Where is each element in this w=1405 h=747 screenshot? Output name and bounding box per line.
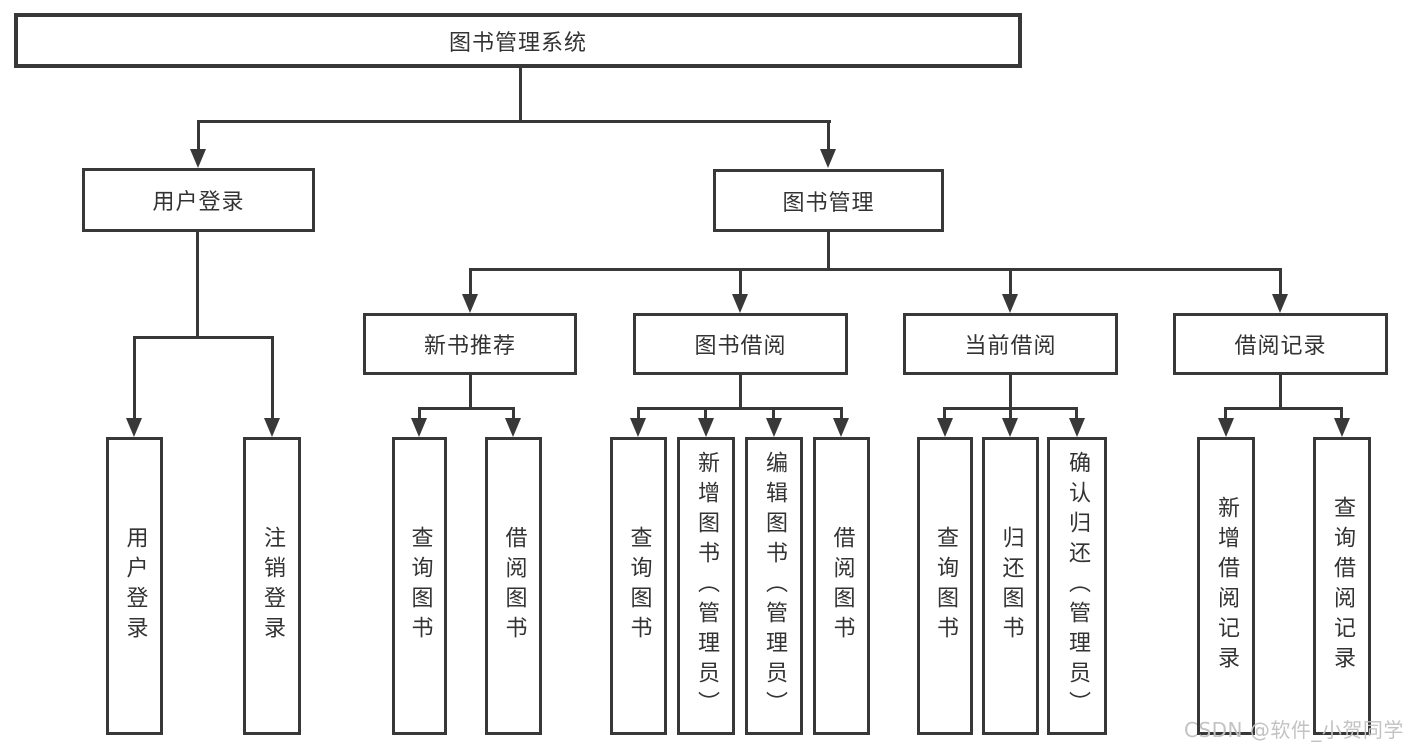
arrow-down-icon — [126, 418, 142, 437]
arrow-down-icon — [462, 294, 478, 313]
arrow-down-icon — [1002, 294, 1018, 313]
node-label: 注销登录 — [260, 526, 285, 646]
node-leaf-add-book-admin: 新增图书（管理员） — [677, 437, 735, 735]
edge-drop — [1009, 407, 1012, 419]
edge-drop — [1075, 407, 1078, 419]
edge-drop — [637, 407, 640, 419]
node-leaf-user-login: 用户登录 — [106, 437, 163, 735]
edge-drop-user-login — [197, 120, 200, 150]
node-user-login: 用户登录 — [82, 168, 315, 232]
node-label: 确认归还（管理员） — [1065, 451, 1090, 721]
arrow-down-icon — [264, 418, 280, 437]
edge-drop — [772, 407, 775, 419]
node-leaf-return-books: 归还图书 — [982, 437, 1039, 735]
edge-borrowing-split — [637, 407, 843, 410]
edge-drop — [512, 407, 515, 419]
edge-drop — [271, 336, 274, 419]
node-label: 借阅图书 — [501, 526, 527, 646]
node-label: 查询图书 — [407, 526, 433, 646]
edge-drop — [1009, 268, 1012, 295]
edge-current-stub — [1009, 375, 1012, 407]
node-leaf-borrow-books-recommend: 借阅图书 — [485, 437, 542, 735]
node-book-borrowing: 图书借阅 — [633, 313, 848, 375]
edge-drop — [943, 407, 946, 419]
node-leaf-logout: 注销登录 — [243, 437, 301, 735]
node-new-book-recommend: 新书推荐 — [363, 313, 577, 375]
node-label: 借阅记录 — [1234, 334, 1327, 359]
node-label: 用户登录 — [152, 190, 245, 215]
node-label: 借阅图书 — [829, 526, 855, 646]
node-current-borrowing: 当前借阅 — [903, 313, 1118, 375]
arrow-down-icon — [1002, 418, 1018, 437]
edge-recommend-split — [418, 407, 515, 410]
node-leaf-query-borrow-record: 查询借阅记录 — [1313, 437, 1371, 735]
node-book-management: 图书管理 — [713, 169, 944, 232]
node-label: 编辑图书（管理员） — [762, 451, 787, 721]
edge-drop — [1340, 407, 1343, 419]
arrow-down-icon — [732, 294, 748, 313]
csdn-watermark: CSDN @软件_小贺同学 — [1184, 718, 1404, 742]
edge-drop — [1279, 268, 1282, 295]
edge-drop — [840, 407, 843, 419]
node-leaf-query-books-recommend: 查询图书 — [392, 437, 447, 735]
arrow-down-icon — [698, 418, 714, 437]
edge-borrowing-stub — [739, 375, 742, 407]
arrow-down-icon — [766, 418, 782, 437]
node-label: 新增图书（管理员） — [694, 451, 719, 721]
node-label: 查询图书 — [933, 526, 958, 646]
edge-drop — [704, 407, 707, 419]
arrow-down-icon — [820, 149, 836, 168]
node-label: 图书管理 — [782, 190, 875, 216]
node-label: 当前借阅 — [964, 334, 1057, 359]
node-leaf-borrow-books: 借阅图书 — [813, 437, 870, 735]
node-label: 查询借阅记录 — [1330, 496, 1355, 676]
edge-drop — [418, 407, 421, 419]
arrow-down-icon — [937, 418, 953, 437]
edge-drop-book-management — [827, 120, 830, 150]
arrow-down-icon — [190, 149, 206, 168]
edge-book-management-stub — [827, 232, 830, 268]
edge-records-split — [1224, 407, 1343, 410]
edge-drop — [739, 268, 742, 295]
arrow-down-icon — [1272, 294, 1288, 313]
arrow-down-icon — [1218, 418, 1234, 437]
node-label: 查询图书 — [626, 526, 652, 646]
edge-user-login-split — [133, 336, 273, 339]
node-leaf-add-borrow-record: 新增借阅记录 — [1197, 437, 1255, 735]
node-label: 新书推荐 — [423, 334, 516, 359]
arrow-down-icon — [1334, 418, 1350, 437]
edge-level3-split — [469, 268, 1281, 271]
arrow-down-icon — [1069, 418, 1085, 437]
arrow-down-icon — [630, 418, 646, 437]
node-label: 图书借阅 — [694, 334, 787, 359]
node-leaf-edit-book-admin: 编辑图书（管理员） — [745, 437, 803, 735]
node-leaf-query-books-current: 查询图书 — [917, 437, 973, 735]
edge-drop — [1224, 407, 1227, 419]
edge-user-login-stub — [196, 232, 199, 336]
node-label: 归还图书 — [998, 526, 1024, 646]
arrow-down-icon — [411, 418, 427, 437]
edge-drop — [133, 336, 136, 419]
arrow-down-icon — [833, 418, 849, 437]
arrow-down-icon — [505, 418, 521, 437]
edge-root-stub — [519, 68, 522, 120]
node-borrowing-records: 借阅记录 — [1173, 313, 1388, 375]
node-label: 用户登录 — [122, 526, 148, 646]
node-leaf-query-books-borrowing: 查询图书 — [610, 437, 667, 735]
node-label: 新增借阅记录 — [1214, 496, 1239, 676]
edge-records-stub — [1279, 375, 1282, 407]
node-book-management-system: 图书管理系统 — [14, 13, 1022, 68]
edge-recommend-stub — [469, 375, 472, 407]
node-label: 图书管理系统 — [448, 30, 587, 56]
node-leaf-confirm-return-admin: 确认归还（管理员） — [1047, 437, 1107, 735]
edge-level2-split — [197, 120, 831, 123]
edge-drop — [469, 268, 472, 295]
